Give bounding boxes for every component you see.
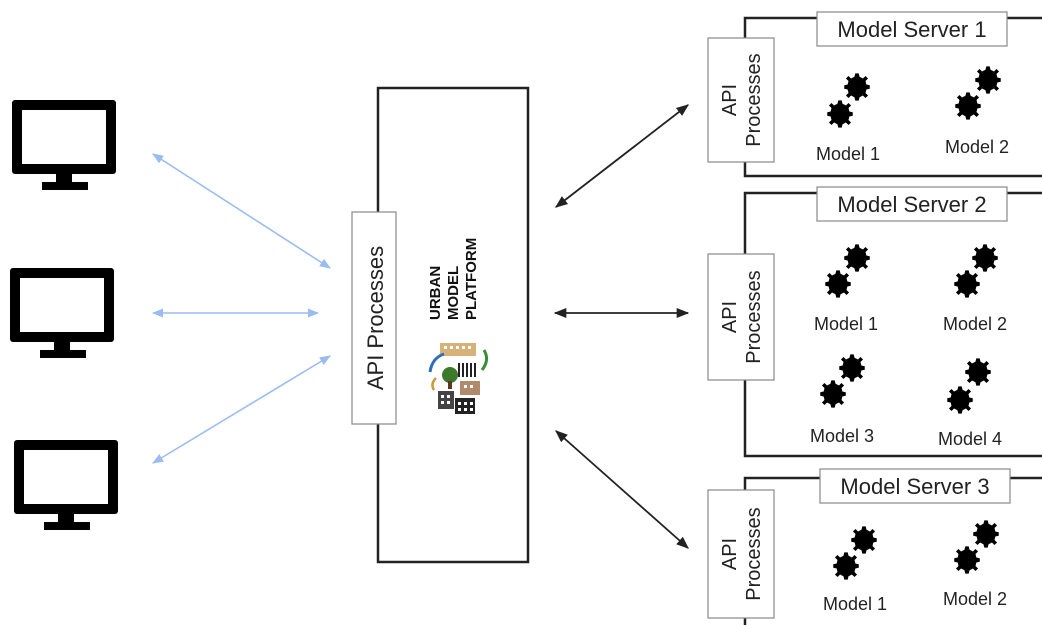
server-arrow-3 [555, 430, 689, 549]
model-label: Model 4 [938, 429, 1002, 449]
client-monitors [10, 100, 118, 530]
server-title-box [819, 468, 1011, 504]
platform-logo: URBAN MODEL PLATFORM [427, 238, 489, 414]
model-1: Model 1 [814, 244, 878, 334]
model-3: Model 3 [810, 354, 874, 446]
server-api-label-line1: API [719, 538, 741, 570]
gears-icon [954, 520, 999, 574]
platform-api-box [351, 211, 397, 425]
gears-icon [820, 354, 865, 408]
model-1: Model 1 [816, 73, 880, 164]
server-api-box [707, 489, 775, 619]
platform-logo-graphic [428, 343, 489, 414]
model-2: Model 2 [945, 66, 1009, 157]
server-api-label-line2: Processes [743, 507, 765, 600]
logo-line-model: MODEL [445, 266, 462, 320]
server-title: Model Server 2 [837, 192, 986, 217]
client-arrow-3 [152, 355, 331, 464]
server-arrows [553, 104, 690, 549]
server-api-label-line2: Processes [743, 270, 765, 363]
model-label: Model 1 [814, 314, 878, 334]
server-title: Model Server 1 [837, 17, 986, 42]
monitor-icon [14, 440, 118, 530]
model-4: Model 4 [938, 358, 1002, 449]
client-arrow-1 [152, 153, 331, 269]
model-label: Model 1 [823, 594, 887, 614]
gears-icon [954, 244, 998, 298]
model-server-3: Model Server 3 API Processes Model 1 Mod… [707, 468, 1042, 625]
server-api-label-line2: Processes [743, 53, 765, 146]
logo-line-urban: URBAN [427, 266, 444, 320]
platform-box [376, 86, 530, 564]
model-label: Model 2 [943, 589, 1007, 609]
logo-line-platform: PLATFORM [463, 238, 480, 320]
model-label: Model 2 [945, 137, 1009, 157]
model-server-2: Model Server 2 API Processes Model 1 Mod… [707, 186, 1042, 458]
model-1: Model 1 [823, 526, 887, 614]
client-arrows [151, 153, 331, 464]
gears-icon [825, 244, 870, 298]
monitor-icon [10, 268, 114, 358]
platform-api-label: API Processes [363, 246, 388, 390]
model-label: Model 1 [816, 144, 880, 164]
server-api-label-line1: API [719, 301, 741, 333]
model-label: Model 3 [810, 426, 874, 446]
monitor-icon [12, 100, 116, 190]
server-title-box [816, 186, 1008, 222]
model-label: Model 2 [943, 314, 1007, 334]
model-2: Model 2 [943, 244, 1007, 334]
server-arrow-1 [555, 104, 689, 208]
gears-icon [833, 526, 877, 580]
gears-icon [827, 73, 870, 128]
server-api-box [707, 37, 775, 163]
server-title: Model Server 3 [840, 474, 989, 499]
model-2: Model 2 [943, 520, 1007, 609]
server-api-box [707, 253, 775, 381]
server-api-label-line1: API [719, 84, 741, 116]
server-title-box [816, 11, 1008, 47]
urban-model-platform: API Processes URBAN MODEL PLATFORM [351, 86, 530, 564]
gears-icon [947, 358, 991, 414]
model-server-1: Model Server 1 API Processes Model 1 Mod… [707, 11, 1042, 178]
gears-icon [955, 66, 1001, 120]
